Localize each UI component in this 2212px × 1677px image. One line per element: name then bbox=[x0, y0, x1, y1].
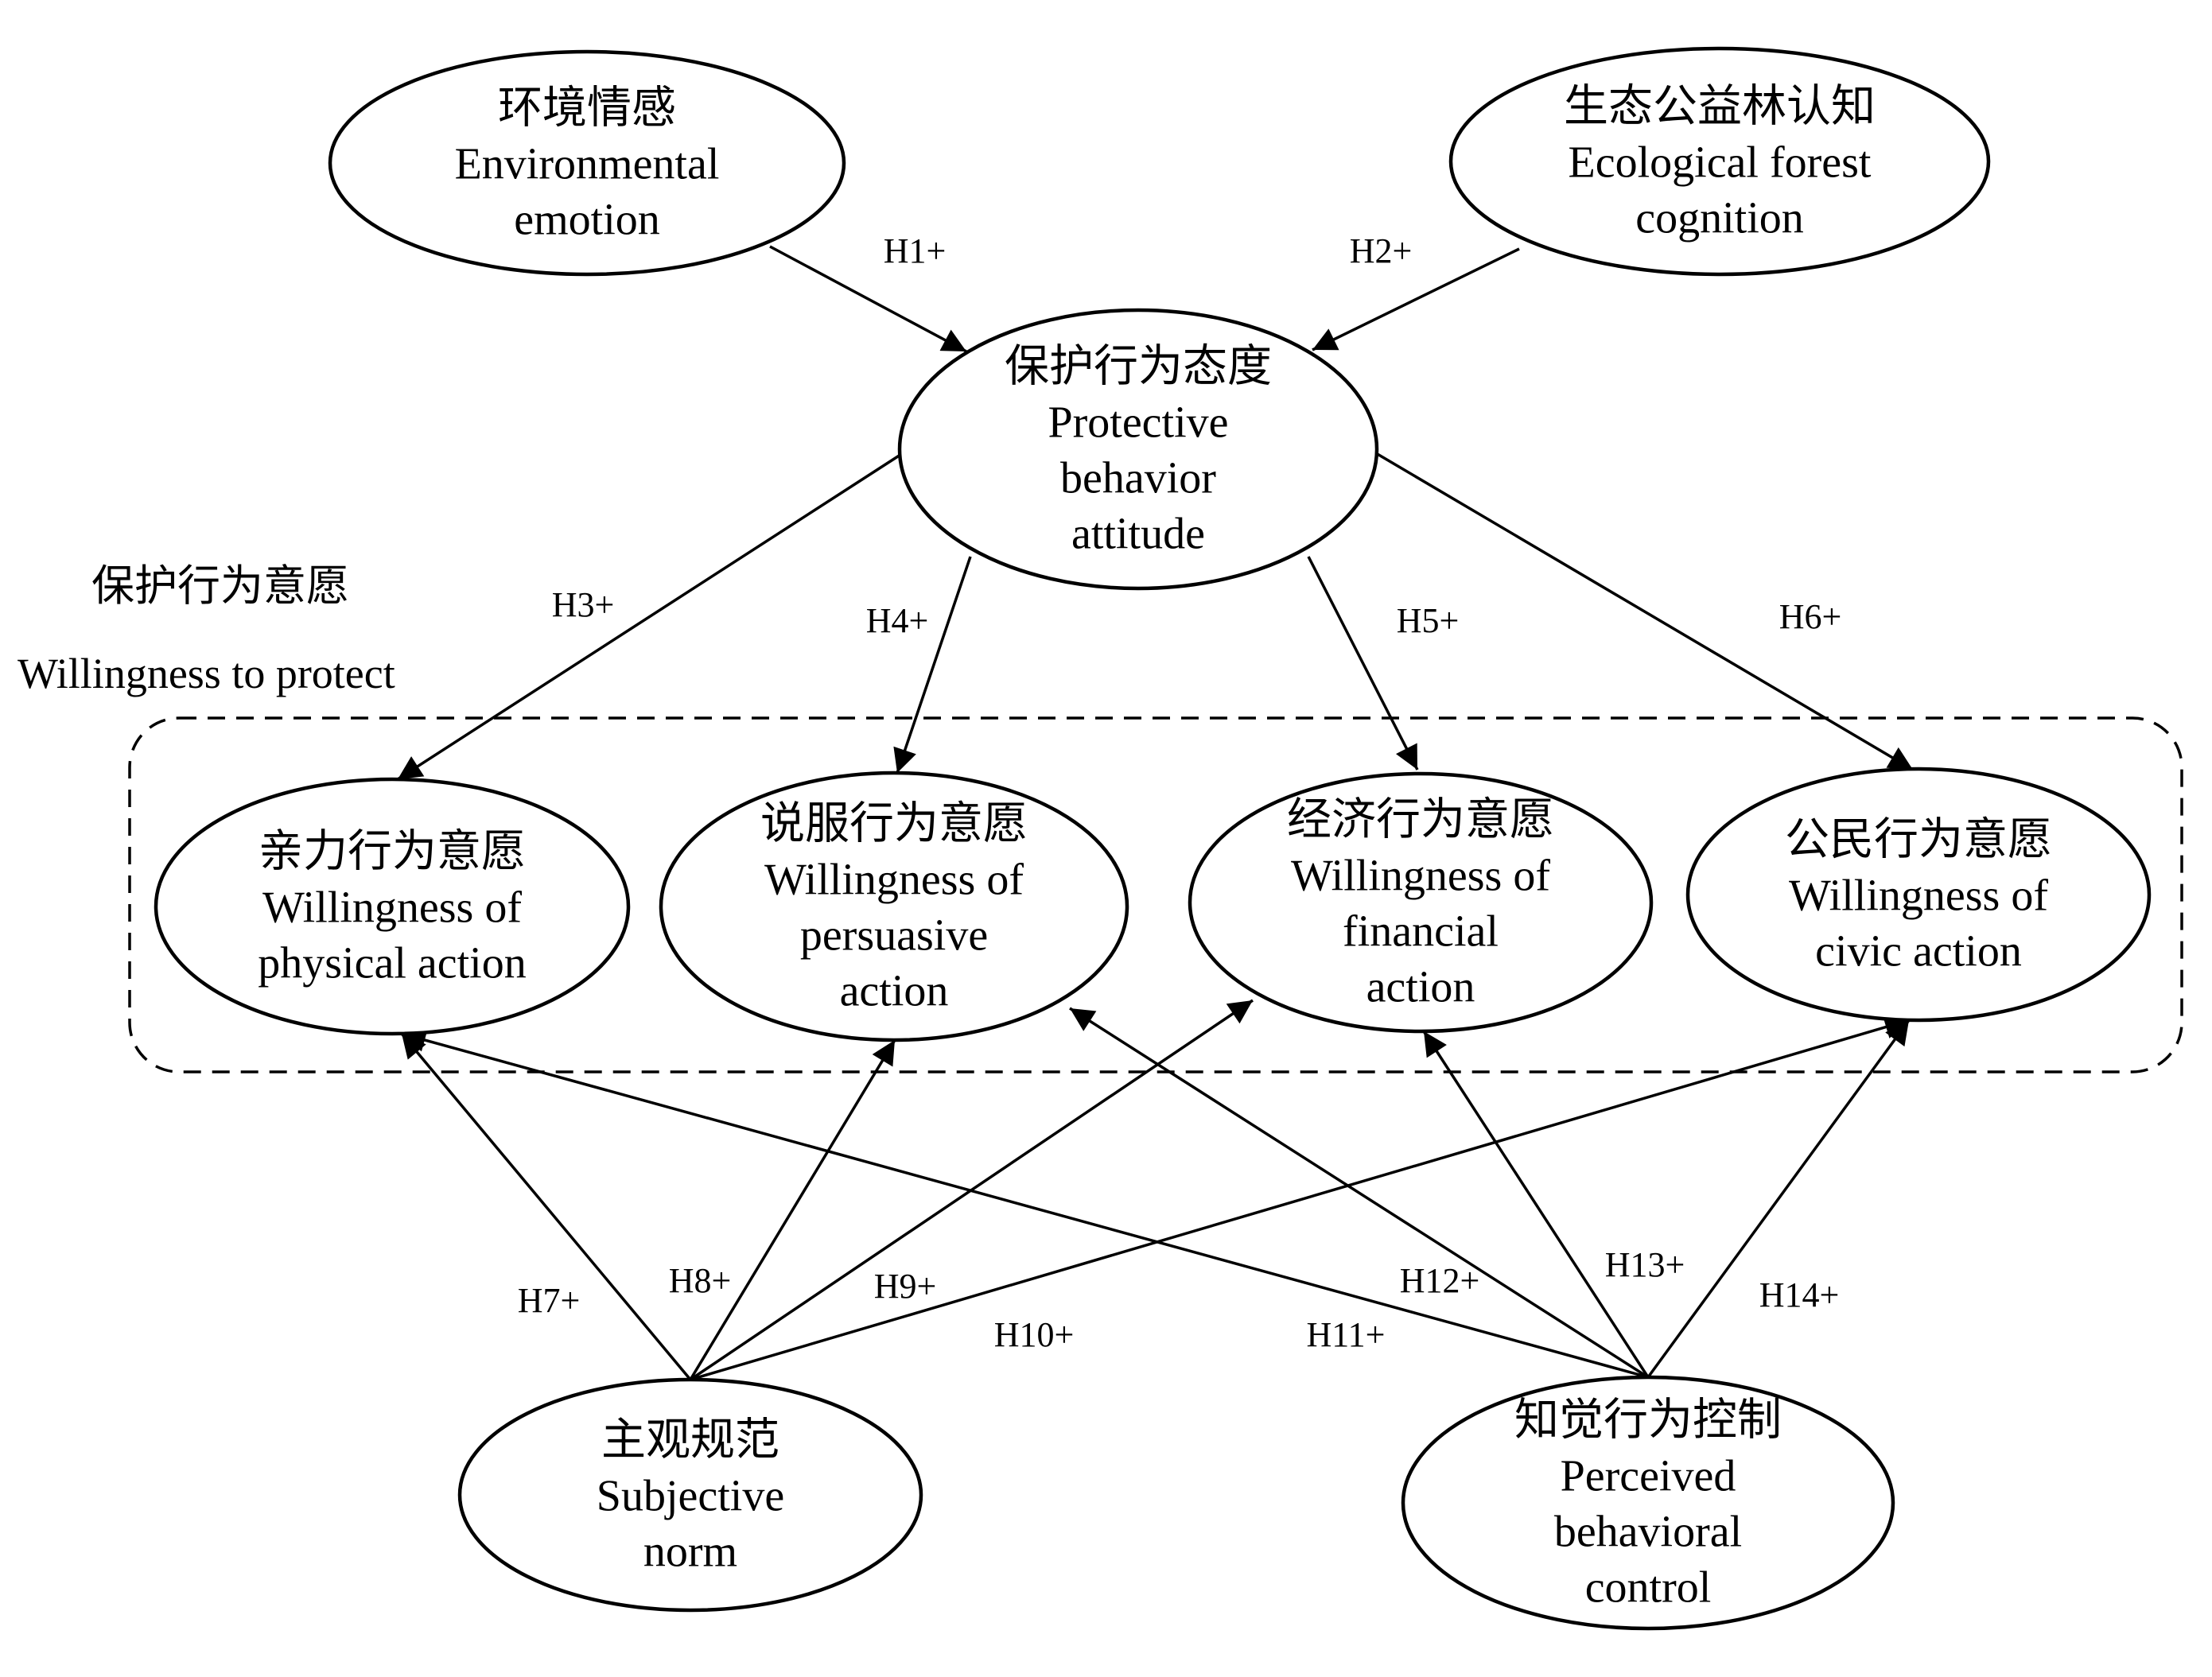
edge-label-h12: H12+ bbox=[1400, 1261, 1480, 1300]
edges-layer bbox=[397, 245, 1914, 1381]
edge-h13 bbox=[1422, 1031, 1650, 1378]
node-ellipse bbox=[1188, 771, 1654, 1034]
node-ellipse bbox=[457, 1377, 923, 1613]
node-label-en: Perceived bbox=[1561, 1452, 1736, 1501]
node-subjective-norm: 主观规范 Subjective norm bbox=[457, 1377, 923, 1613]
edge-label-h10: H10+ bbox=[994, 1315, 1075, 1354]
node-label-zh: 生态公益林认知 bbox=[1564, 83, 1876, 132]
edge-label-h2: H2+ bbox=[1350, 231, 1413, 270]
node-label-en: norm bbox=[643, 1528, 737, 1577]
edge-h4 bbox=[893, 556, 972, 774]
group-label-en: Willingness to protect bbox=[17, 650, 395, 697]
node-label-zh: 公民行为意愿 bbox=[1785, 816, 2052, 865]
node-ellipse bbox=[659, 771, 1129, 1042]
node-label-en: emotion bbox=[514, 196, 660, 245]
node-ellipse bbox=[328, 49, 846, 277]
group-label-zh: 保护行为意愿 bbox=[91, 562, 349, 610]
edge-h14 bbox=[1646, 1019, 1911, 1379]
node-ellipse bbox=[1685, 767, 2152, 1023]
node-label-zh: 环境情感 bbox=[498, 84, 676, 134]
edge-label-h4: H4+ bbox=[866, 601, 929, 640]
node-label-en: Environmental bbox=[455, 140, 720, 189]
node-label-zh: 主观规范 bbox=[601, 1416, 779, 1465]
node-label-zh: 知觉行为控制 bbox=[1514, 1396, 1782, 1446]
edge-labels-layer: H1+ H2+ H3+ H4+ H5+ H6+ H7+ H8+ H9+ H10+ H11+ H12+ H… bbox=[518, 231, 1842, 1354]
edge-h2 bbox=[1312, 247, 1520, 351]
node-label-en: Ecological forest bbox=[1569, 138, 1872, 188]
edge-label-h8: H8+ bbox=[669, 1261, 732, 1300]
node-ellipse bbox=[154, 777, 631, 1036]
node-label-en: control bbox=[1585, 1563, 1712, 1613]
node-label-en: behavioral bbox=[1554, 1508, 1742, 1557]
edge-label-h1: H1+ bbox=[884, 231, 947, 270]
node-label-zh: 保护行为态度 bbox=[1005, 343, 1272, 392]
nodes-layer: 环境情感 Environmental emotion 生态公益林认知 Ecologica… bbox=[154, 46, 2152, 1631]
node-ellipse bbox=[897, 308, 1379, 591]
edge-label-h11: H11+ bbox=[1307, 1315, 1386, 1354]
node-protective-behavior-attitude: 保护行为态度 Protective behavior attitude bbox=[897, 308, 1379, 591]
node-label-en: persuasive bbox=[800, 911, 988, 961]
node-label-en: Willingness of bbox=[262, 883, 522, 933]
edge-h5 bbox=[1307, 556, 1419, 771]
node-label-zh: 亲力行为意愿 bbox=[259, 828, 526, 877]
willingness-group-box bbox=[128, 716, 2183, 1073]
node-label-en: physical action bbox=[258, 939, 526, 988]
node-label-en: Willingness of bbox=[1291, 852, 1550, 901]
edge-label-h9: H9+ bbox=[874, 1267, 937, 1306]
edge-h8 bbox=[689, 1039, 896, 1380]
node-financial-action: 经济行为意愿 Willingness of financial action bbox=[1188, 771, 1654, 1034]
node-label-en: Willingness of bbox=[764, 856, 1024, 905]
edge-h7 bbox=[400, 1032, 692, 1381]
edge-h12 bbox=[1069, 1007, 1649, 1379]
node-label-en: Subjective bbox=[597, 1472, 784, 1521]
node-perceived-behavioral-control: 知觉行为控制 Perceived behavioral control bbox=[1401, 1375, 1895, 1631]
node-label-en: Protective bbox=[1048, 398, 1228, 448]
node-label-en: financial bbox=[1343, 907, 1499, 957]
edge-h11 bbox=[401, 1028, 1649, 1379]
edge-label-h5: H5+ bbox=[1397, 601, 1460, 640]
edge-h1 bbox=[769, 245, 967, 353]
edge-label-h3: H3+ bbox=[552, 585, 615, 624]
edge-h10 bbox=[690, 1015, 1910, 1381]
node-label-en: Willingness of bbox=[1789, 871, 2048, 921]
node-persuasive-action: 说服行为意愿 Willingness of persuasive action bbox=[659, 771, 1129, 1042]
edge-label-h7: H7+ bbox=[518, 1281, 581, 1320]
edge-label-h14: H14+ bbox=[1759, 1275, 1840, 1314]
node-civic-action: 公民行为意愿 Willingness of civic action bbox=[1685, 767, 2152, 1023]
node-label-en: attitude bbox=[1071, 510, 1205, 559]
edge-label-h6: H6+ bbox=[1779, 597, 1842, 636]
node-environmental-emotion: 环境情感 Environmental emotion bbox=[328, 49, 846, 277]
edge-label-h13: H13+ bbox=[1605, 1245, 1685, 1284]
node-ecological-forest-cognition: 生态公益林认知 Ecological forest cognition bbox=[1448, 46, 1991, 277]
edge-h6 bbox=[1375, 452, 1914, 771]
edge-h3 bbox=[397, 452, 904, 781]
node-ellipse bbox=[1401, 1375, 1895, 1631]
node-label-zh: 经济行为意愿 bbox=[1287, 796, 1554, 845]
node-ellipse bbox=[1448, 46, 1991, 277]
node-physical-action: 亲力行为意愿 Willingness of physical action bbox=[154, 777, 631, 1036]
node-label-en: behavior bbox=[1060, 454, 1216, 503]
node-label-zh: 说服行为意愿 bbox=[760, 800, 1028, 849]
node-label-en: action bbox=[1366, 963, 1475, 1012]
node-label-en: civic action bbox=[1815, 927, 2022, 976]
node-label-en: action bbox=[840, 967, 949, 1016]
node-label-en: cognition bbox=[1635, 194, 1804, 243]
